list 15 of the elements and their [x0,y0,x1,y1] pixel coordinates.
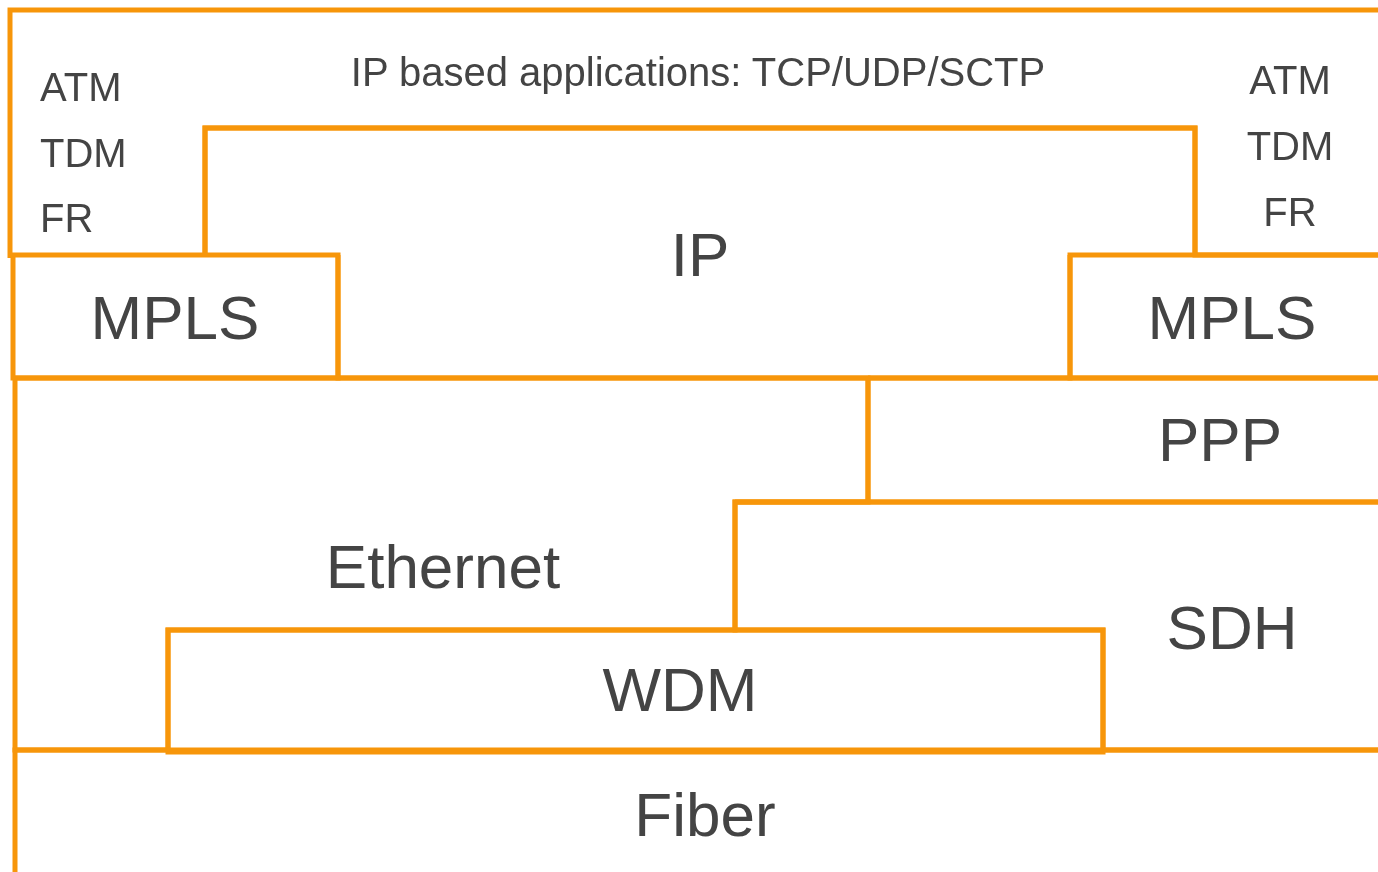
layer-label: Fiber [634,784,776,846]
protocol-label: TDM [1246,126,1334,166]
protocol-label: ATM [1249,60,1331,100]
protocol-label: FR [1263,192,1317,232]
layer-label: SDH [1166,597,1298,659]
protocol-label: FR [40,198,94,238]
layer-label: MPLS [1147,287,1317,349]
layer-label: WDM [602,659,758,721]
layer-label: Ethernet [325,536,561,598]
layer-label: MPLS [90,287,260,349]
layer-label: IP [670,224,730,286]
protocol-label: TDM [40,133,127,173]
layer-label: PPP [1157,409,1283,471]
layer-label: IP based applications: TCP/UDP/SCTP [350,52,1046,92]
protocol-label: ATM [40,67,122,107]
